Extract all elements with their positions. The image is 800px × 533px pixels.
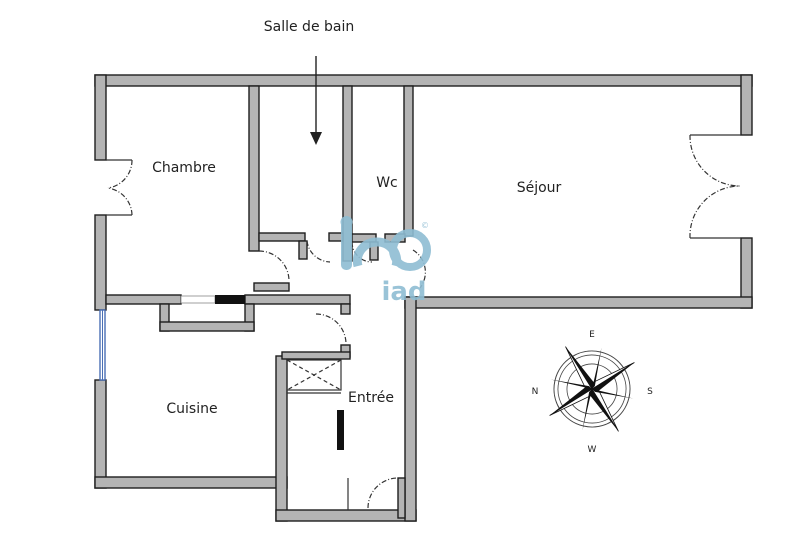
outer-walls	[94, 74, 753, 522]
compass-east: E	[589, 330, 595, 340]
label-bathroom: Salle de bain	[264, 19, 355, 35]
label-bedroom: Chambre	[152, 160, 216, 176]
windows	[99, 295, 344, 450]
compass-north: N	[532, 387, 539, 397]
label-kitchen: Cuisine	[166, 401, 217, 417]
label-entrance: Entrée	[348, 390, 394, 406]
compass-south: S	[647, 387, 653, 397]
watermark-text: iad	[381, 277, 426, 307]
svg-text:©: ©	[421, 221, 429, 230]
interior-walls	[105, 85, 414, 519]
iad-logo: © iad	[340, 216, 431, 307]
bathroom-arrow	[310, 56, 322, 145]
label-living: Séjour	[517, 180, 562, 196]
label-wc: Wc	[376, 175, 398, 191]
compass-rose	[549, 346, 635, 432]
closet	[286, 359, 342, 394]
doors	[106, 134, 741, 510]
compass-west: W	[588, 445, 597, 455]
